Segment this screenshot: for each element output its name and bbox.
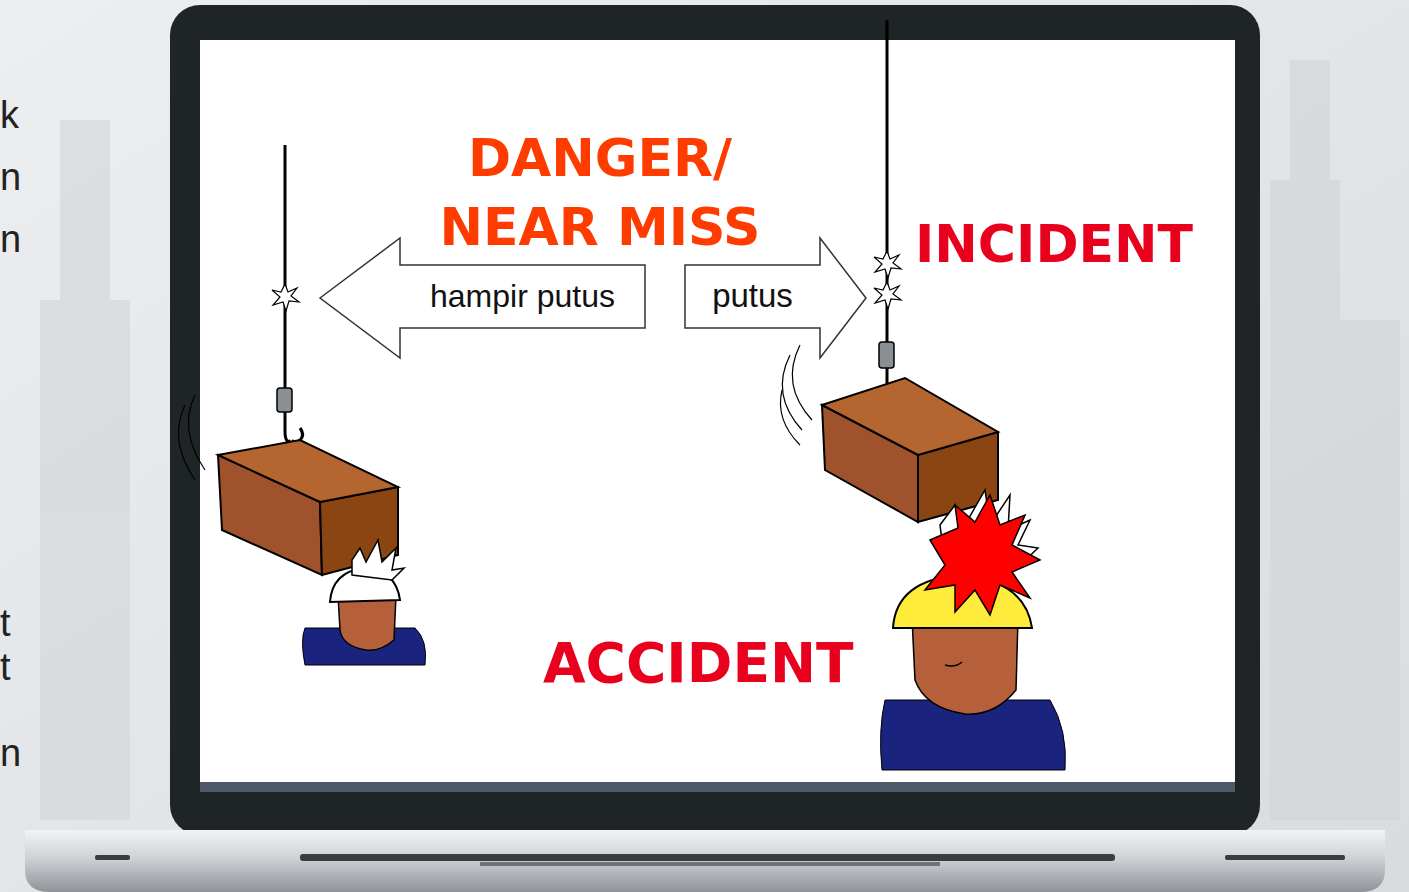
arrow-polygon (685, 238, 866, 358)
danger-heading: DANGER/ NEAR MISS (410, 124, 790, 261)
arrow-shape: putus (683, 236, 869, 360)
cut-off-text: t (0, 604, 11, 642)
laptop-frame (25, 5, 1385, 892)
cut-off-text: n (0, 220, 21, 258)
arrow-text: putus (685, 265, 820, 328)
cut-off-text: t (0, 648, 11, 686)
accident-label: ACCIDENT (543, 636, 854, 691)
arrow-polygon (320, 238, 645, 358)
incident-label: INCIDENT (915, 218, 1193, 270)
arrow-text: hampir putus (400, 265, 645, 328)
cut-off-text: n (0, 734, 21, 772)
arrow-shape: hampir putus (318, 236, 648, 360)
near-miss-scene (178, 145, 425, 665)
cut-off-text: k (0, 96, 19, 134)
cut-off-text: n (0, 158, 21, 196)
